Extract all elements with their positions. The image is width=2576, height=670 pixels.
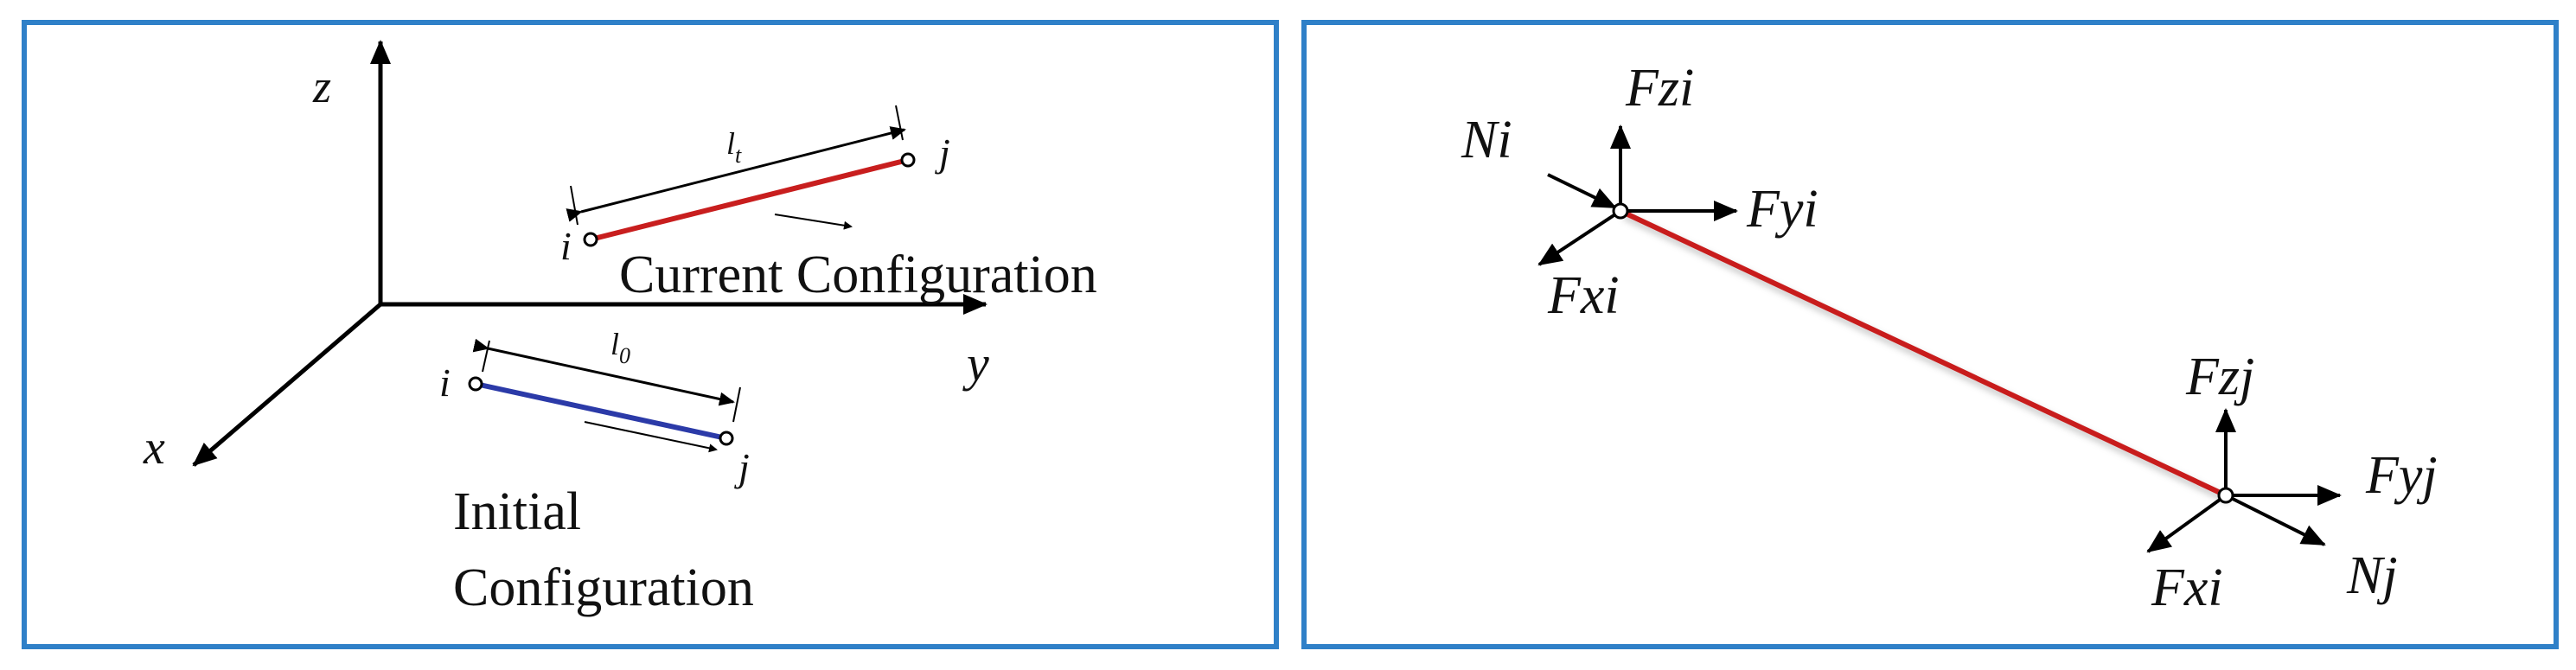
node-i-marker (1612, 202, 1629, 220)
initial-node-i-label: i (439, 361, 451, 405)
force-fyi-label: Fyi (1746, 180, 1819, 239)
current-length-symbol: l (726, 126, 735, 161)
force-fxj-label: Fxi (2151, 558, 2223, 617)
initial-element (468, 338, 741, 453)
current-length-label: lt (726, 126, 742, 168)
current-element (566, 105, 916, 247)
node-j-forces (2146, 408, 2342, 553)
current-node-i (583, 232, 598, 247)
initial-length-subscript: 0 (619, 343, 630, 368)
initial-length-dimension (472, 338, 735, 406)
right-panel-frame (1301, 20, 2559, 649)
right-panel: Fzi Fyi Fxi Ni Fzj Fyj Fxi Nj (1301, 20, 2559, 649)
x-axis-label: x (143, 421, 165, 475)
initial-node-i (468, 376, 483, 392)
initial-node-j-label: j (734, 445, 750, 489)
y-axis-label: y (962, 335, 989, 392)
current-node-j (900, 152, 916, 168)
initial-length-label: l0 (610, 327, 630, 368)
z-axis-label: z (312, 61, 331, 112)
current-node-j-label: j (935, 131, 950, 175)
initial-direction-arrow (584, 421, 718, 453)
current-node-i-label: i (560, 224, 572, 268)
left-panel-frame (22, 20, 1279, 649)
initial-node-j (719, 431, 734, 446)
initial-configuration-label-line2: Configuration (453, 558, 754, 617)
loaded-element-bar (1619, 208, 2228, 498)
force-ni-arrow (1547, 173, 1617, 209)
current-length-dimension (566, 126, 906, 222)
x-axis (192, 303, 382, 467)
initial-length-symbol: l (610, 327, 619, 361)
current-configuration-label: Current Configuration (619, 246, 1097, 304)
node-j-marker (2217, 487, 2234, 504)
current-length-subscript: t (735, 143, 742, 168)
initial-length-tick-j (732, 386, 741, 423)
force-fyj-label: Fyj (2365, 446, 2438, 505)
current-direction-arrow (774, 214, 853, 230)
force-ni-label: Ni (1461, 111, 1512, 169)
initial-configuration-label-line1: Initial (453, 482, 581, 541)
left-panel: z y x i j lt Current Configuration i j (22, 20, 1279, 649)
node-i-forces (1537, 124, 1738, 266)
force-fxi-label: Fxi (1547, 266, 1620, 325)
force-fzi-label: Fzi (1625, 59, 1694, 118)
force-fzj-label: Fzj (2185, 348, 2254, 406)
force-fxi-arrow (1537, 209, 1622, 266)
force-fxj-arrow (2146, 494, 2228, 553)
coordinate-axes (192, 40, 988, 467)
force-nj-arrow (2225, 494, 2326, 546)
force-nj-label: Nj (2346, 546, 2398, 605)
